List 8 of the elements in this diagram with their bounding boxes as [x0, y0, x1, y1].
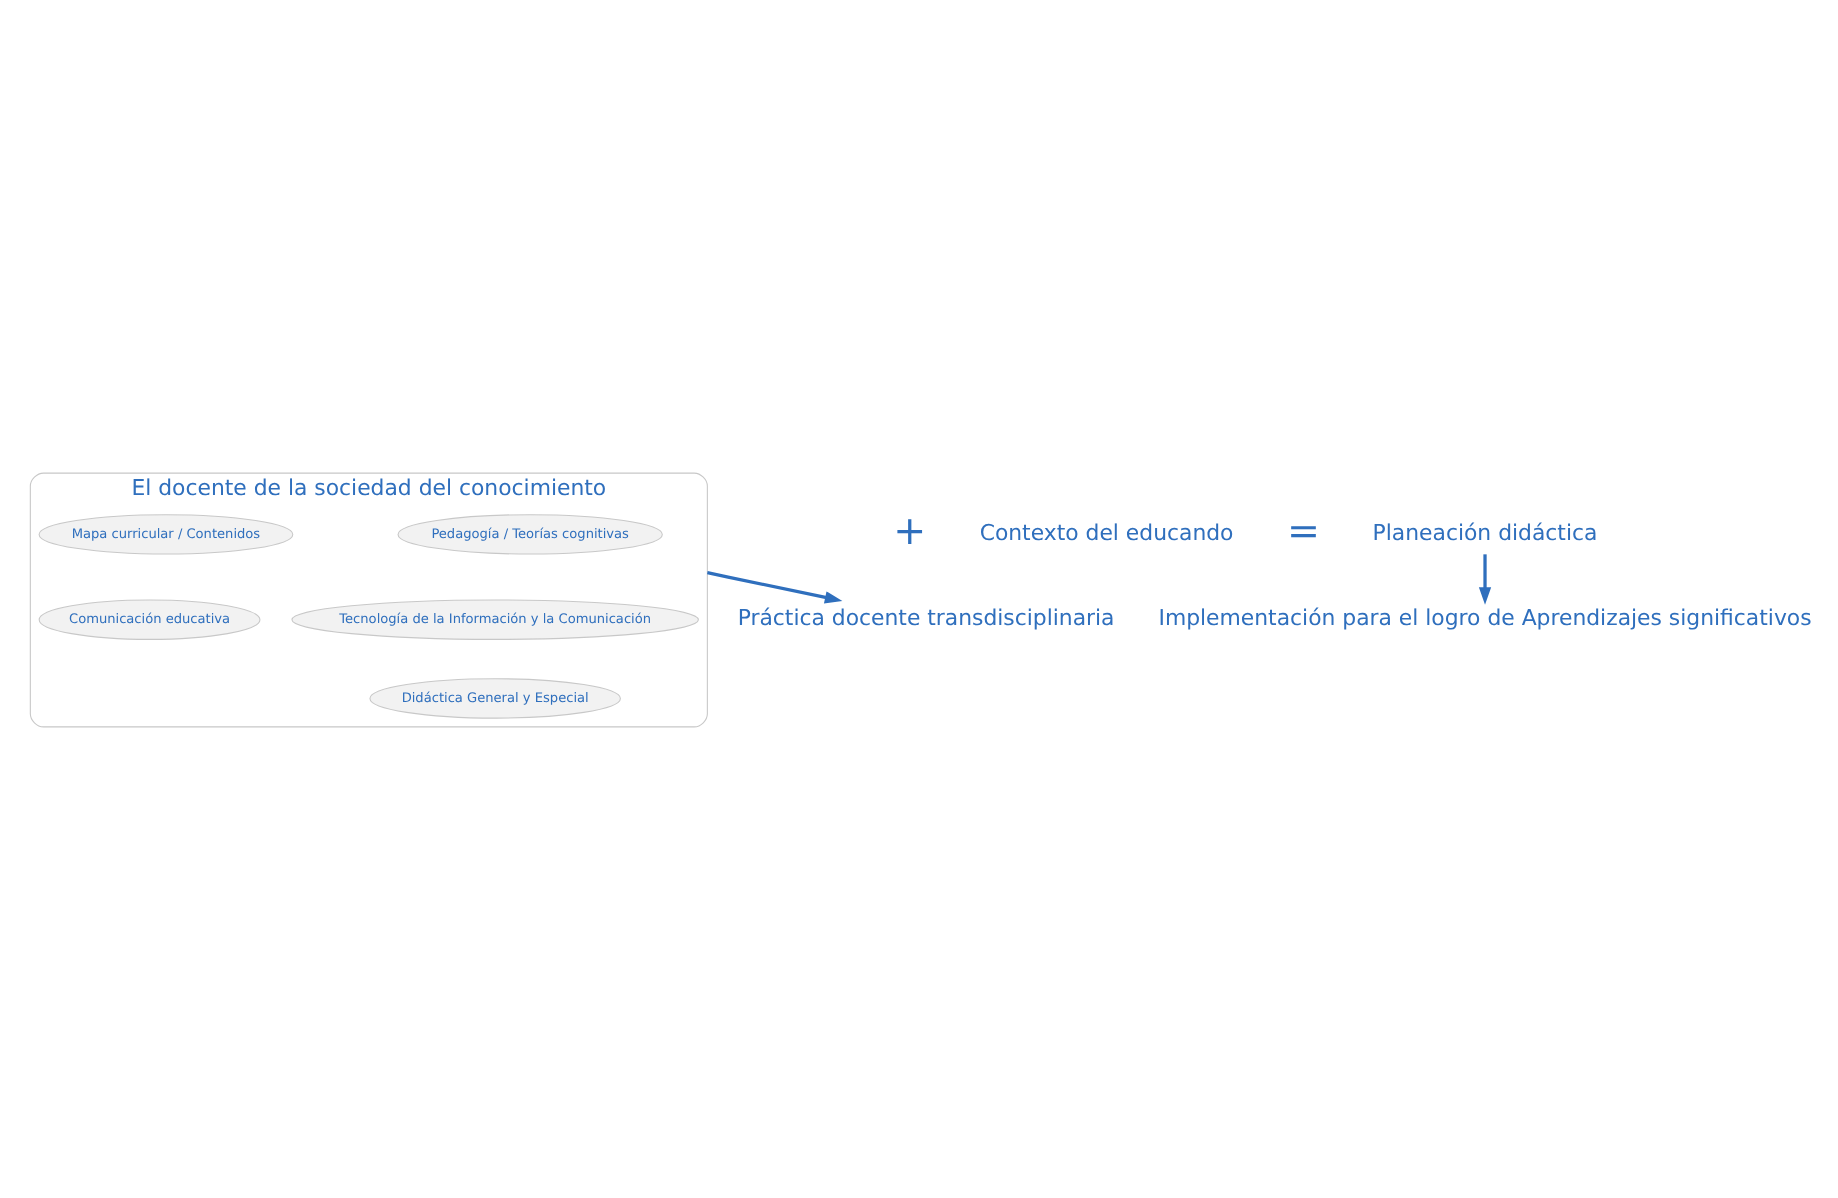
label: +: [893, 507, 927, 553]
arrow: [1478, 553, 1492, 604]
node-text: Planeación didáctica: [1372, 518, 1598, 545]
label: =: [1286, 507, 1320, 553]
node-text: Implementación para el logro de Aprendizajes significativos: [1158, 604, 1812, 631]
node-text: Práctica docente transdisciplinaria: [737, 604, 1115, 631]
node-text: Contexto del educando: [979, 518, 1234, 545]
arrow: [707, 570, 843, 603]
